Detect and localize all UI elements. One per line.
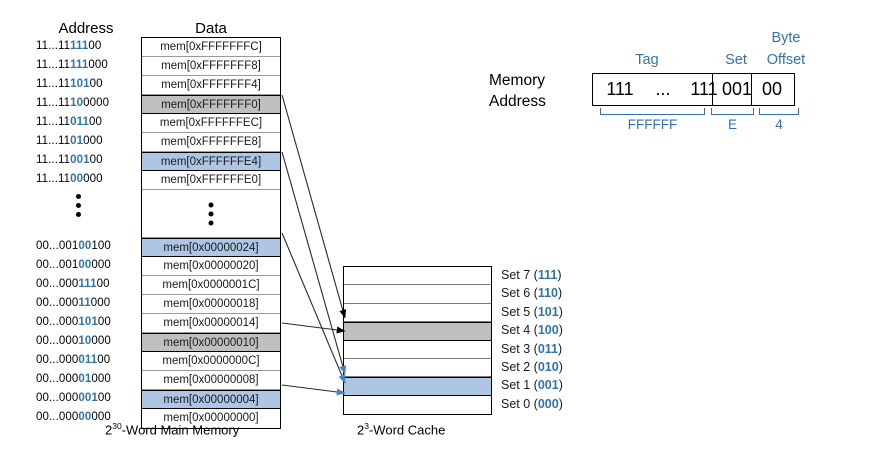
main-memory-table: mem[0xFFFFFFFC]mem[0xFFFFFFF8]mem[0xFFFF… <box>141 37 281 429</box>
tag-hex-value: FFFFFF <box>627 117 678 132</box>
tag-set-divider <box>712 74 713 105</box>
memory-address-label: 00...00011000 <box>36 297 111 309</box>
cache-set-name: Set 6 <box>501 286 531 301</box>
cache-set-name: Set 4 <box>501 323 531 338</box>
memory-address-label: 11...11100000 <box>36 97 110 109</box>
memory-row: mem[0x00000004] <box>142 390 280 409</box>
cache-set-label: Set 6 (110) <box>501 286 563 301</box>
cache-set-row <box>344 395 491 415</box>
cache-caption: 23-Word Cache <box>357 421 446 438</box>
mid-hex-value: E <box>727 117 737 132</box>
byte-offset-field-label-line1: Byte <box>771 30 801 46</box>
memory-row: mem[0x00000018] <box>142 295 280 314</box>
cache-set-name: Set 7 <box>501 268 531 282</box>
memory-address-label: 11...1110100 <box>36 78 103 90</box>
tag-bits-right: 111 <box>690 79 718 99</box>
memory-row: mem[0xFFFFFFE4] <box>142 152 280 171</box>
memory-address-label: 00...00011100 <box>36 278 110 290</box>
cache-set-bits: 110 <box>537 286 558 301</box>
memory-row: mem[0xFFFFFFF0] <box>142 95 280 114</box>
memory-row: mem[0x00000024] <box>142 238 280 257</box>
memory-row: mem[0x00000020] <box>142 257 280 276</box>
memory-address-label: 00...00000100 <box>36 392 111 404</box>
cache-set-row <box>344 285 491 304</box>
cache-set-label: Set 3 (011) <box>501 341 563 356</box>
cache-set-row <box>344 267 491 286</box>
main-memory-caption: 230-Word Main Memory <box>105 421 240 438</box>
memory-address-label: 11...1101000 <box>36 135 103 147</box>
memory-address-label-line1: Memory <box>489 72 545 89</box>
memory-address-label: 11...1111100 <box>36 40 102 52</box>
tag-bits-left: 111 <box>606 79 634 99</box>
cache-set-label: Set 4 (100) <box>501 323 563 338</box>
set-field-label: Set <box>725 52 747 68</box>
address-ellipsis <box>76 190 81 221</box>
data-column-header: Data <box>195 20 227 37</box>
memory-address-label: 11...11111000 <box>36 59 108 71</box>
mid-hex-bracket <box>711 108 754 115</box>
byte-offset-field-label-line2: Offset <box>766 52 806 68</box>
cache-set-row <box>344 340 491 359</box>
cache-set-bits: 111 <box>537 268 558 282</box>
cache-set-row <box>344 303 491 323</box>
cache-set-label: Set 1 (001) <box>501 378 563 393</box>
set-bits: 001 <box>721 79 753 99</box>
low-hex-bracket <box>759 108 799 115</box>
memory-ellipsis <box>208 198 214 229</box>
address-field-box: 111 ... 111 001 00 <box>592 73 795 106</box>
tag-bits-ellipsis: ... <box>655 79 671 99</box>
memory-address-label: 11...1101100 <box>36 116 103 128</box>
memory-row: mem[0x0000000C] <box>142 352 280 371</box>
cache-set-name: Set 5 <box>501 304 531 319</box>
memory-row: mem[0x0000001C] <box>142 276 280 295</box>
cache-set-name: Set 3 <box>501 341 531 356</box>
cache-set-label: Set 5 (101) <box>501 304 563 319</box>
cache-set-label: Set 2 (010) <box>501 360 563 374</box>
memory-address-label: 11...1100000 <box>36 173 103 185</box>
cache-set-label: Set 0 (000) <box>501 396 563 411</box>
memory-address-label: 00...00001100 <box>36 354 111 366</box>
memory-row: mem[0xFFFFFFE0] <box>142 171 280 190</box>
cache-set-label: Set 7 (111) <box>501 268 562 282</box>
memory-row: mem[0x00000000] <box>142 409 280 428</box>
low-hex-value: 4 <box>775 117 783 132</box>
tag-field-label: Tag <box>635 52 659 68</box>
cache-set-bits: 001 <box>537 378 559 393</box>
memory-row: mem[0xFFFFFFF8] <box>142 57 280 76</box>
memory-address-label: Memory Address <box>489 70 546 112</box>
memory-row: mem[0xFFFFFFEC] <box>142 114 280 133</box>
cache-set-name: Set 2 <box>501 360 531 374</box>
memory-address-label: 00...00010100 <box>36 316 111 328</box>
memory-row: mem[0x00000010] <box>142 333 280 352</box>
memory-address-label: 00...00100100 <box>36 240 111 252</box>
cache-set-bits: 101 <box>537 304 559 319</box>
cache-set-row <box>344 322 491 341</box>
memory-ellipsis-row <box>142 190 280 238</box>
cache-table <box>343 266 492 416</box>
cache-set-row <box>344 358 491 378</box>
cache-set-name: Set 0 <box>501 396 531 411</box>
memory-row: mem[0xFFFFFFE8] <box>142 133 280 152</box>
set-offset-divider <box>751 74 752 105</box>
memory-address-label-line2: Address <box>489 93 546 110</box>
memory-row: mem[0x00000008] <box>142 371 280 390</box>
tag-hex-bracket <box>600 108 705 115</box>
memory-address-label: 00...00010000 <box>36 335 111 347</box>
cache-set-bits: 000 <box>537 396 559 411</box>
cache-set-row <box>344 377 491 396</box>
memory-address-label: 00...00100000 <box>36 259 111 271</box>
memory-address-label: 00...00001000 <box>36 373 111 385</box>
memory-row: mem[0x00000014] <box>142 314 280 333</box>
memory-address-label: 00...00000000 <box>36 411 111 423</box>
memory-address-label: 11...1100100 <box>36 154 103 166</box>
cache-set-name: Set 1 <box>501 378 531 393</box>
cache-set-bits: 100 <box>537 323 559 338</box>
offset-bits: 00 <box>761 79 783 99</box>
memory-row: mem[0xFFFFFFFC] <box>142 38 280 57</box>
cache-set-bits: 011 <box>537 341 558 356</box>
cache-set-bits: 010 <box>537 360 559 374</box>
memory-row: mem[0xFFFFFFF4] <box>142 76 280 95</box>
address-column-header: Address <box>58 20 114 37</box>
